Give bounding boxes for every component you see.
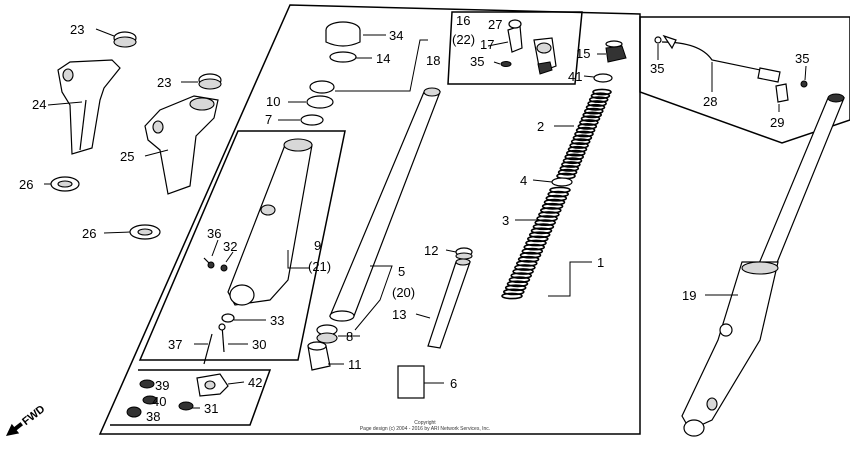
callout-8: 8 (346, 329, 353, 344)
callout-33: 33 (270, 313, 284, 328)
main-assembly-frame (98, 4, 641, 435)
callout-5: 5 (398, 264, 405, 279)
callout-24: 24 (32, 97, 46, 112)
callout-22: (22) (452, 32, 475, 47)
copyright-line-1: Copyright (414, 420, 436, 426)
bolt-36 (203, 257, 215, 269)
back-up-ring-7 (300, 114, 324, 126)
callout-18: 18 (426, 53, 440, 68)
callout-37: 37 (168, 337, 182, 352)
callout-21: (21) (308, 259, 331, 274)
callout-38: 38 (146, 409, 160, 424)
callout-14: 14 (376, 51, 390, 66)
washer-39 (139, 379, 155, 389)
dust-seal-26a (50, 176, 80, 192)
fork-top-bridge-24 (57, 59, 121, 155)
callout-35-valve: 35 (470, 54, 484, 69)
callout-12: 12 (424, 243, 438, 258)
callout-26-lower: 26 (82, 226, 96, 241)
air-joint-hose-28 (661, 34, 781, 83)
callout-23-lower: 23 (157, 75, 171, 90)
callout-42: 42 (248, 375, 262, 390)
axle-holder-42 (196, 373, 229, 397)
callout-7: 7 (265, 112, 272, 127)
callout-31: 31 (204, 401, 218, 416)
callout-34: 34 (389, 28, 403, 43)
damper-valve-17 (507, 19, 523, 53)
air-valve-29 (775, 83, 789, 103)
fwd-arrow-icon (6, 422, 23, 436)
fork-pipe-5 (329, 87, 441, 322)
spring-seat-4 (551, 177, 573, 187)
washer-33 (221, 313, 235, 323)
clip-14 (329, 51, 357, 63)
washer-40 (142, 395, 158, 405)
fork-spring-2 (556, 88, 612, 180)
fwd-label: FWD (20, 403, 47, 428)
callout-26-upper: 26 (19, 177, 33, 192)
dust-seal-34 (325, 21, 361, 47)
copyright-line-2: Page design (c) 2004 - 2016 by ARI Netwo… (360, 426, 490, 432)
o-ring-35a (500, 61, 512, 67)
callout-27: 27 (488, 17, 502, 32)
socket-bolt-30 (218, 323, 226, 353)
callout-2: 2 (537, 119, 544, 134)
callout-6: 6 (450, 376, 457, 391)
bearing-cap-23a (113, 31, 137, 48)
washer-32 (220, 264, 228, 272)
callout-39: 39 (155, 378, 169, 393)
callout-41: 41 (568, 69, 582, 84)
bearing-cap-23b (198, 73, 222, 90)
callout-labels: 23 24 23 25 26 26 34 14 18 10 7 9 (21) 3… (19, 13, 809, 424)
fork-piston-13 (427, 258, 471, 349)
front-fork-assembly-19 (681, 93, 845, 437)
axle-holder-subframe (110, 369, 272, 426)
rebound-spring-6 (397, 365, 425, 399)
callout-35-hose-right: 35 (795, 51, 809, 66)
o-ring-41 (593, 73, 613, 83)
callout-40: 40 (152, 394, 166, 409)
forward-direction-indicator: FWD (6, 403, 47, 436)
callout-17: 17 (480, 37, 494, 52)
fork-spring-3 (501, 186, 571, 300)
callout-13: 13 (392, 307, 406, 322)
piston-ring-12 (455, 247, 473, 260)
fork-cap-bolt-15 (605, 40, 627, 63)
callout-15: 15 (576, 46, 590, 61)
nut-38 (126, 406, 142, 418)
callout-35-hose-left: 35 (650, 61, 664, 76)
slide-bushing-8 (316, 324, 338, 344)
nut-31 (178, 401, 194, 411)
callout-25: 25 (120, 149, 134, 164)
dust-seal-26b (129, 224, 161, 240)
valve-body-16 (533, 37, 557, 75)
oil-lock-piece-11 (307, 341, 331, 371)
callout-20: (20) (392, 285, 415, 300)
callout-1: 1 (597, 255, 604, 270)
fork-bottom-bridge-25 (144, 95, 219, 195)
callout-19: 19 (682, 288, 696, 303)
callout-36: 36 (207, 226, 221, 241)
callout-32: 32 (223, 239, 237, 254)
fork-slider-9 (227, 138, 313, 306)
callout-9: 9 (314, 238, 321, 253)
callout-4: 4 (520, 173, 527, 188)
callout-11: 11 (348, 357, 362, 372)
callout-28: 28 (703, 94, 717, 109)
drain-bolt-37 (203, 333, 213, 365)
callout-3: 3 (502, 213, 509, 228)
callout-10: 10 (266, 94, 280, 109)
oil-seal-10 (306, 80, 335, 109)
callout-23-upper: 23 (70, 22, 84, 37)
fork-slider-subframe (138, 130, 346, 361)
leader-lines (44, 28, 807, 409)
callout-29: 29 (770, 115, 784, 130)
callout-16: 16 (456, 13, 470, 28)
damper-valve-subframe (447, 11, 583, 85)
o-ring-35c (800, 80, 808, 88)
o-ring-35b (654, 36, 662, 44)
callout-30: 30 (252, 337, 266, 352)
